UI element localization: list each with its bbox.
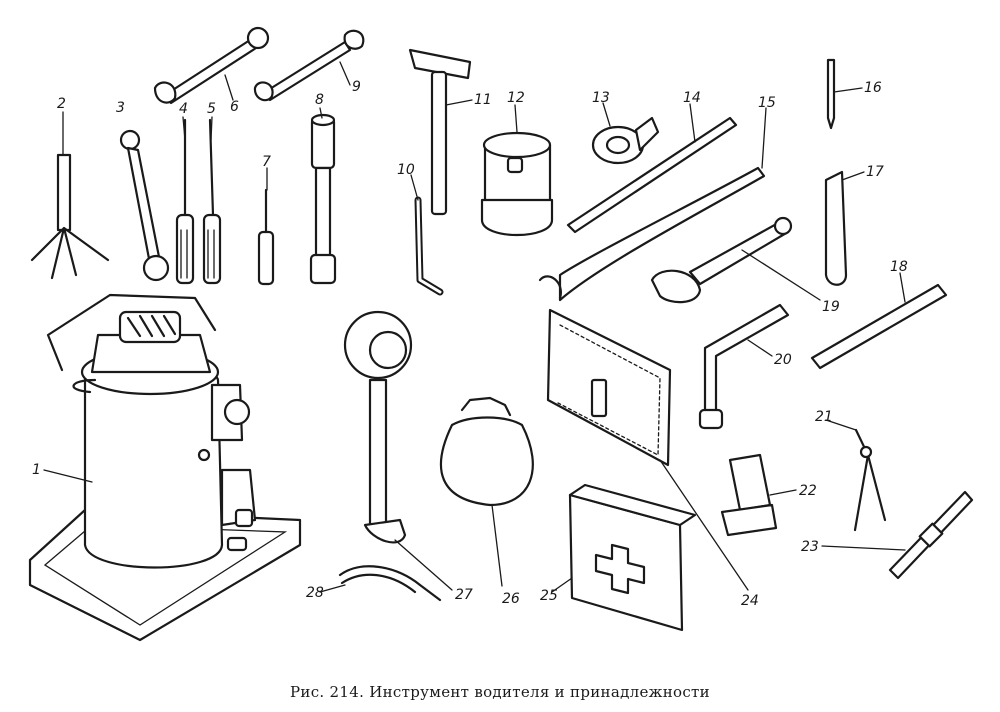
t-handle-23 (888, 490, 974, 580)
tool-2-stand (30, 153, 110, 280)
label-18: 18 (890, 259, 908, 275)
label-20: 20 (774, 352, 792, 368)
label-23: 23 (801, 539, 819, 555)
label-24: 24 (741, 593, 759, 609)
label-14: 14 (683, 90, 701, 106)
punch-16 (826, 58, 836, 130)
wrench-9 (253, 29, 365, 102)
socket-wrench-8 (309, 113, 337, 285)
bag (439, 396, 534, 507)
pliers (853, 428, 887, 532)
bar-14 (566, 116, 738, 234)
tool-pouch (546, 308, 672, 467)
screwdriver-4 (175, 118, 195, 285)
adjustable-wrench (650, 216, 793, 304)
label-21: 21 (815, 409, 833, 425)
label-11: 11 (474, 92, 492, 108)
wrench-6 (153, 26, 270, 105)
leader-lines (43, 61, 906, 593)
chisel-17 (824, 170, 848, 286)
label-12: 12 (507, 90, 525, 106)
label-7: 7 (262, 154, 271, 170)
label-15: 15 (758, 95, 776, 111)
label-28: 28 (306, 585, 324, 601)
label-19: 19 (822, 299, 840, 315)
label-6: 6 (230, 99, 239, 115)
label-25: 25 (540, 588, 558, 604)
cross-icon (594, 543, 646, 595)
pressure-gauge (343, 310, 413, 544)
box-wrench (119, 129, 170, 282)
hydraulic-jack (28, 293, 302, 642)
socket-12 (480, 131, 554, 236)
label-17: 17 (866, 164, 884, 180)
screwdriver-7 (257, 188, 275, 286)
hose (338, 565, 442, 602)
hex-key (414, 196, 444, 296)
label-9: 9 (352, 79, 361, 95)
label-16: 16 (864, 80, 882, 96)
figure-caption: Рис. 214. Инструмент водителя и принадле… (290, 683, 710, 701)
label-5: 5 (207, 101, 216, 117)
label-26: 26 (502, 591, 520, 607)
part-labels: 1 2 3 4 5 6 7 8 9 10 11 12 13 14 15 16 1… (32, 79, 908, 609)
label-4: 4 (179, 101, 188, 117)
tyre-lever-15 (538, 166, 766, 302)
label-10: 10 (397, 162, 415, 178)
label-8: 8 (315, 92, 324, 108)
label-27: 27 (455, 587, 473, 603)
first-aid-kit (568, 483, 697, 632)
socket-13 (591, 116, 660, 165)
box-spanner-20 (698, 303, 790, 430)
label-22: 22 (799, 483, 817, 499)
label-1: 1 (32, 462, 41, 478)
hammer (408, 48, 472, 216)
rod-18 (810, 283, 948, 370)
screwdriver-5 (202, 118, 222, 285)
label-2: 2 (57, 96, 66, 112)
tube-socket-22 (720, 453, 778, 537)
label-3: 3 (116, 100, 125, 116)
label-13: 13 (592, 90, 610, 106)
